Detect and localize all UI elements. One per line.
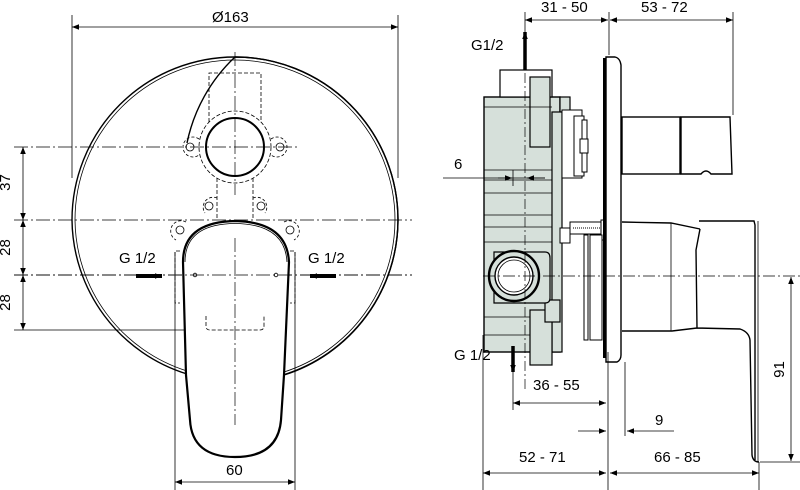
dim-66-85-label: 66 - 85	[654, 449, 701, 466]
wall-seal	[603, 58, 606, 358]
dim-28-lower-label: 28	[0, 294, 14, 311]
inlet-left-label: G 1/2	[119, 250, 156, 267]
rough-in-top-outlet	[208, 72, 262, 122]
dim-52-71-label: 52 - 71	[519, 449, 566, 466]
mounting-lug	[256, 201, 266, 211]
rough-in-flange	[198, 110, 272, 184]
dim-6-label: 6	[454, 156, 463, 173]
mounting-lug	[204, 201, 214, 211]
inlet-right-label: G 1/2	[308, 250, 345, 267]
mounting-lug	[175, 225, 185, 235]
dim-36-55-label: 36 - 55	[533, 377, 580, 394]
width-60-label: 60	[226, 462, 243, 479]
mounting-lug	[275, 142, 285, 152]
top-outlet-circle	[205, 117, 265, 177]
dim-53-72-label: 53 - 72	[641, 0, 688, 16]
diverter-stem	[621, 116, 681, 175]
lever-side-profile	[622, 228, 760, 463]
escutcheon-plate-side	[605, 56, 622, 363]
dim-31-50-label: 31 - 50	[541, 0, 588, 16]
side-view	[443, 12, 800, 490]
dim-9-label: 9	[655, 412, 664, 429]
mounting-lug	[285, 225, 295, 235]
diameter-label: Ø163	[212, 9, 249, 26]
bottom-outlet-label: G 1/2	[454, 347, 491, 364]
dim-91-label: 91	[770, 361, 788, 378]
diverter-knob	[680, 116, 733, 175]
dim-37-label: 37	[0, 174, 14, 191]
mounting-lug	[185, 142, 195, 152]
lever-handle	[181, 219, 291, 459]
top-outlet-label: G1/2	[471, 37, 504, 54]
front-view	[14, 15, 412, 490]
dim-28-upper-label: 28	[0, 239, 14, 256]
